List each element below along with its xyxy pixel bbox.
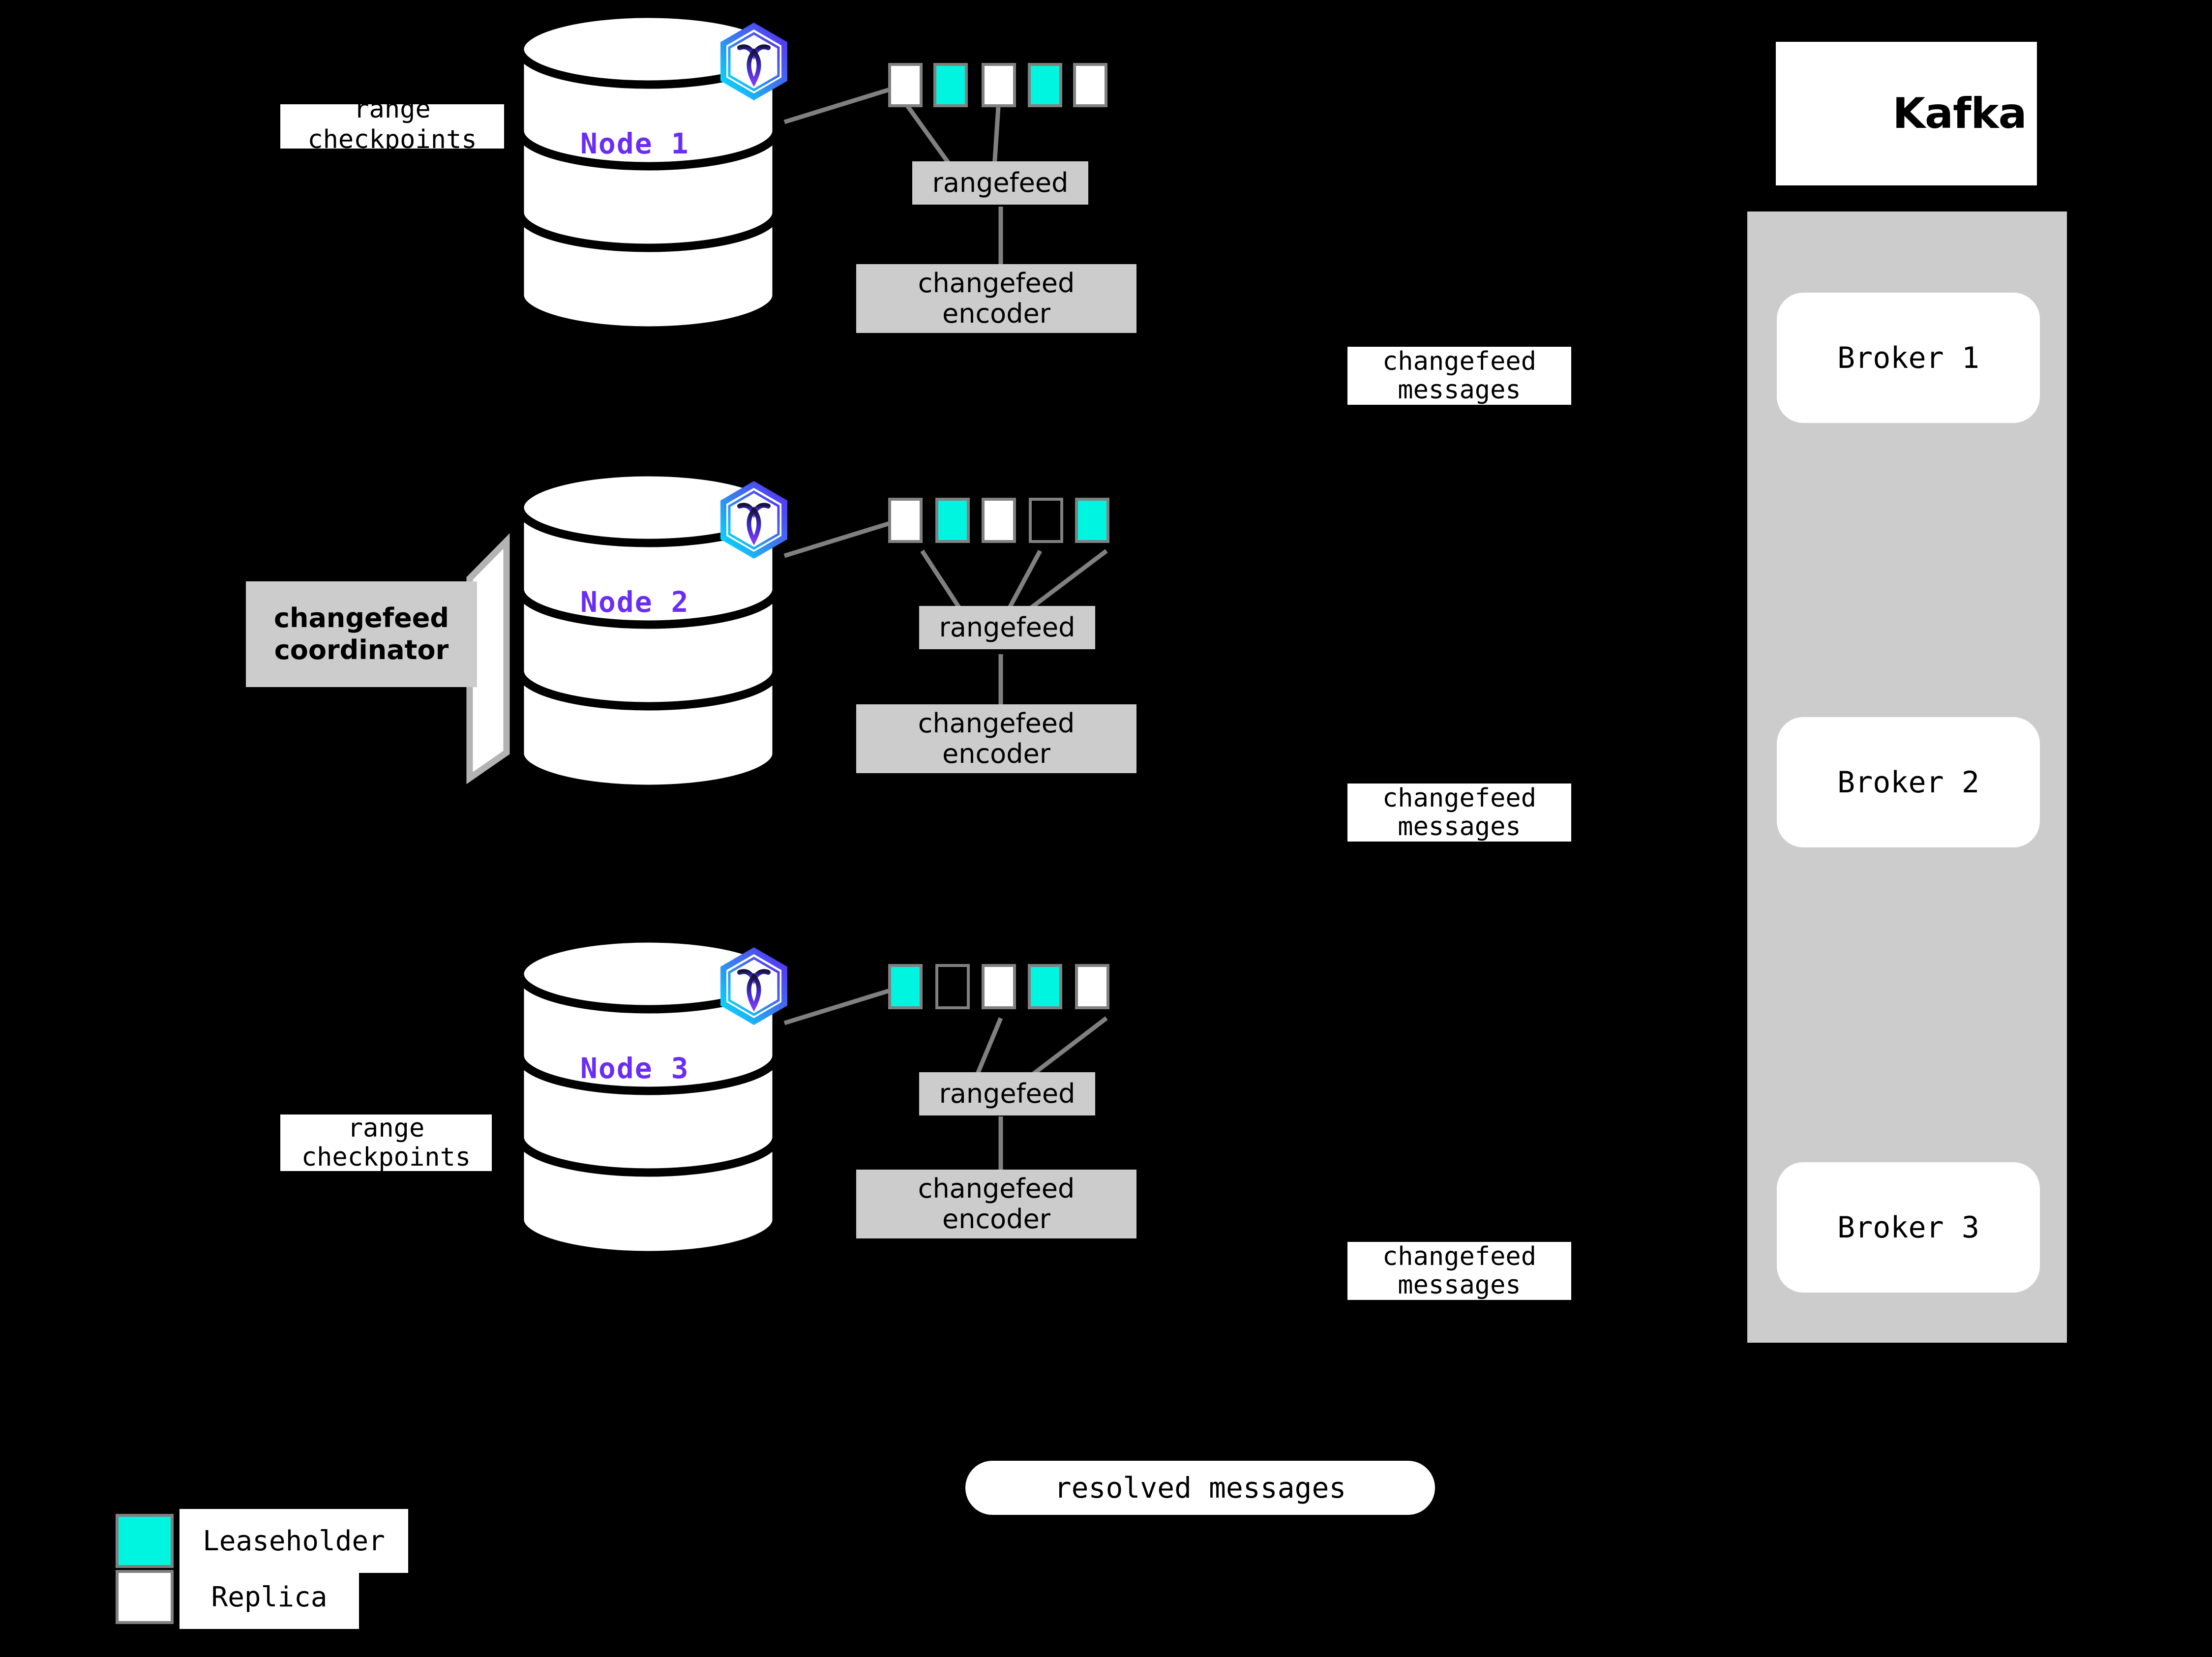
node-3-rangefeed-box[interactable]: rangefeed — [919, 1072, 1095, 1115]
node-1-changefeed-messages-label: changefeed messages — [1347, 347, 1571, 405]
node-1-checkpoints-line-1: range — [354, 94, 431, 124]
resolved-messages-pill[interactable]: resolved messages — [965, 1461, 1435, 1515]
node-2-messages-line-2: messages — [1398, 812, 1521, 842]
node-1-encoder-line-2: encoder — [942, 298, 1050, 329]
node-2-encoder-line-1: changefeed — [918, 708, 1075, 739]
node-3-cockroachdb-hexagon-icon — [720, 947, 787, 1025]
node-3-checkpoints-line-1: range — [347, 1114, 425, 1144]
kafka-wordmark: Kafka — [1892, 89, 2027, 138]
node-3-range-2[interactable] — [935, 964, 970, 1009]
node-2-encoder-line-2: encoder — [942, 738, 1050, 769]
node-2-changefeed-encoder-box[interactable]: changefeed encoder — [856, 704, 1136, 773]
node-2-range-5[interactable] — [1075, 498, 1109, 543]
legend-swatch-replica — [116, 1570, 174, 1624]
kafka-broker-2[interactable]: Broker 2 — [1777, 717, 2040, 847]
coordinator-line-1: changefeed — [273, 602, 449, 633]
legend-swatch-leaseholder — [116, 1514, 174, 1568]
node-1-changefeed-encoder-box[interactable]: changefeed encoder — [856, 264, 1136, 333]
kafka-logo-card: Kafka — [1776, 42, 2037, 185]
node-3-messages-line-1: changefeed — [1382, 1241, 1537, 1271]
node-2-range-4[interactable] — [1029, 498, 1063, 543]
node-3-checkpoints-line-2: checkpoints — [301, 1142, 471, 1172]
node-1-label: Node 1 — [580, 127, 689, 160]
node-2-range-3[interactable] — [982, 498, 1016, 543]
node-2-label: Node 2 — [580, 585, 689, 619]
node-1-checkpoints-line-2: checkpoints — [307, 125, 477, 154]
node-2-changefeed-messages-label: changefeed messages — [1347, 783, 1571, 842]
kafka-broker-3[interactable]: Broker 3 — [1777, 1162, 2040, 1293]
node-2-range-1[interactable] — [888, 498, 923, 543]
node-3-range-1[interactable] — [888, 964, 923, 1009]
legend-label-leaseholder: Leaseholder — [179, 1509, 408, 1573]
node-3-messages-line-2: messages — [1398, 1270, 1521, 1300]
changefeed-coordinator-box[interactable]: changefeed coordinator — [246, 581, 477, 687]
node-3-label: Node 3 — [580, 1052, 689, 1085]
node-1-range-5[interactable] — [1073, 63, 1107, 107]
node-1-range-1[interactable] — [888, 63, 923, 107]
node-3-range-5[interactable] — [1075, 964, 1109, 1009]
kafka-broker-1[interactable]: Broker 1 — [1777, 293, 2040, 423]
node-2-cylinder — [515, 468, 781, 793]
node-3-range-4[interactable] — [1028, 964, 1062, 1009]
node-2-cockroachdb-hexagon-icon — [720, 481, 787, 559]
node-1-messages-line-2: messages — [1398, 375, 1521, 405]
legend-label-replica: Replica — [179, 1565, 359, 1629]
node-3-changefeed-encoder-box[interactable]: changefeed encoder — [856, 1170, 1136, 1238]
node-3-range-checkpoints-label: range checkpoints — [280, 1114, 492, 1172]
node-2-range-2[interactable] — [935, 498, 970, 543]
node-1-range-3[interactable] — [982, 63, 1016, 107]
node-3-range-3[interactable] — [982, 964, 1016, 1009]
node-3-changefeed-messages-label: changefeed messages — [1347, 1242, 1571, 1300]
node-1-range-checkpoints-label: range checkpoints — [280, 95, 504, 154]
node-1-messages-line-1: changefeed — [1382, 346, 1537, 376]
node-3-encoder-line-2: encoder — [942, 1204, 1050, 1235]
node-2-messages-line-1: changefeed — [1382, 783, 1537, 813]
node-1-range-4[interactable] — [1028, 63, 1062, 107]
node-1-range-2[interactable] — [933, 63, 968, 107]
node-1-cockroachdb-hexagon-icon — [720, 23, 787, 100]
node-1-cylinder — [515, 9, 781, 335]
coordinator-line-2: coordinator — [274, 634, 449, 665]
node-3-cylinder — [515, 934, 781, 1260]
node-1-encoder-line-1: changefeed — [918, 268, 1075, 299]
node-1-rangefeed-box[interactable]: rangefeed — [912, 161, 1088, 205]
node-3-encoder-line-1: changefeed — [918, 1173, 1075, 1205]
node-2-rangefeed-box[interactable]: rangefeed — [919, 606, 1095, 649]
